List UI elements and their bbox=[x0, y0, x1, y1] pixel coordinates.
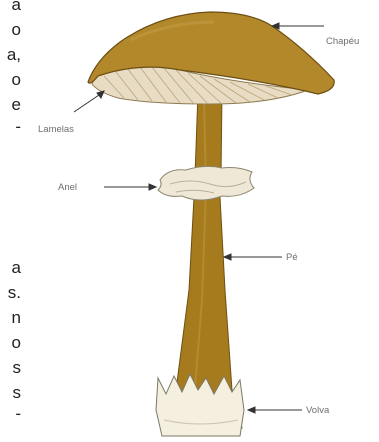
lamelas-arrowhead bbox=[97, 91, 104, 98]
lamelas-leader bbox=[74, 95, 99, 112]
anel-arrowhead bbox=[149, 184, 156, 190]
label-pe: Pé bbox=[286, 252, 298, 263]
label-lamelas: Lamelas bbox=[38, 124, 74, 135]
label-volva: Volva bbox=[306, 405, 330, 416]
volva-arrowhead bbox=[248, 407, 255, 413]
label-anel: Anel bbox=[58, 182, 77, 193]
label-chapeu: Chapéu bbox=[326, 36, 359, 47]
pe-arrowhead bbox=[224, 254, 231, 260]
